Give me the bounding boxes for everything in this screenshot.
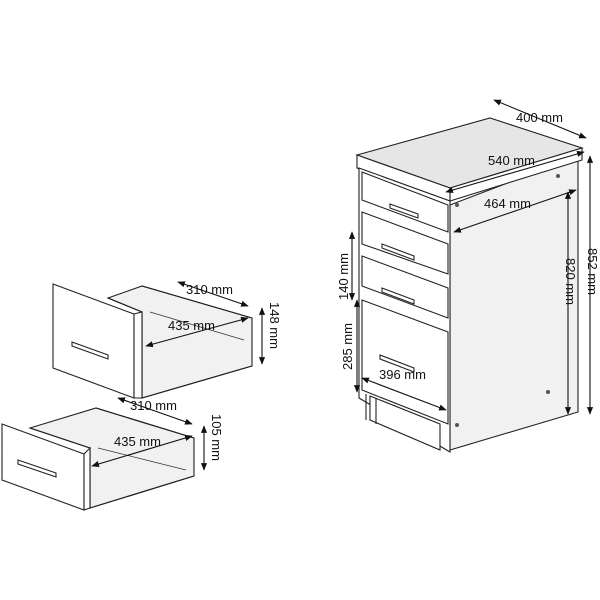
- drawer-lower: [1, 407, 195, 511]
- dim-line-310-lower: [117, 397, 193, 425]
- dim-label-852: 852 mm: [585, 248, 600, 295]
- cabinet-drawer-2: [361, 211, 449, 275]
- drawer-lower-front-edge: [83, 446, 91, 511]
- dim-label-820: 820 mm: [563, 258, 578, 305]
- handle-icon: [381, 243, 415, 261]
- dim-label-464: 464 mm: [484, 196, 531, 211]
- drawer-upper-front-edge: [133, 311, 143, 399]
- dim-label-396: 396 mm: [379, 367, 426, 382]
- handle-icon: [389, 203, 419, 219]
- dim-label-400: 400 mm: [516, 110, 563, 125]
- drawer-upper-edge: [107, 297, 143, 313]
- dim-label-310-upper: 310 mm: [186, 282, 233, 297]
- dim-label-105: 105 mm: [209, 414, 224, 461]
- cabinet-handles: [379, 203, 419, 373]
- hole-icon: [546, 390, 550, 394]
- dim-label-435-lower: 435 mm: [114, 434, 161, 449]
- hole-icon: [455, 203, 459, 207]
- drawer-upper: [52, 283, 253, 399]
- handle-icon: [17, 459, 57, 478]
- dim-label-140: 140 mm: [336, 253, 351, 300]
- drawer-upper-edge: [141, 365, 253, 399]
- dim-line-400: [493, 99, 587, 139]
- cabinet-drawer-1: [361, 171, 449, 233]
- hole-icon: [556, 174, 560, 178]
- dim-label-148: 148 mm: [267, 302, 282, 349]
- dim-line-540: [445, 150, 585, 194]
- dim-line-435-upper: [145, 316, 249, 348]
- drawer-lower-dimensions: 310 mm 435 mm 105 mm: [91, 397, 224, 471]
- handle-icon: [379, 354, 415, 373]
- dim-line-464: [453, 189, 577, 233]
- dim-label-435-upper: 435 mm: [168, 318, 215, 333]
- handle-icon: [71, 341, 109, 360]
- drawer-lower-edge: [29, 427, 91, 449]
- cabinet-dimensions: 400 mm 540 mm 464 mm 852 mm 820 mm 140 m…: [336, 99, 600, 415]
- dim-line-435-lower: [91, 435, 193, 467]
- cabinet-drawer-3: [361, 255, 449, 319]
- hole-icon: [455, 423, 459, 427]
- cabinet: [355, 117, 584, 453]
- handle-icon: [381, 287, 415, 305]
- dim-line-310-upper: [177, 281, 249, 307]
- dim-line-396: [361, 377, 447, 411]
- dim-label-285: 285 mm: [340, 323, 355, 370]
- dim-label-310-lower: 310 mm: [130, 398, 177, 413]
- drawer-lower-edge: [89, 475, 195, 509]
- dim-label-540: 540 mm: [488, 153, 535, 168]
- drawer-upper-dimensions: 310 mm 435 mm 148 mm: [145, 281, 282, 365]
